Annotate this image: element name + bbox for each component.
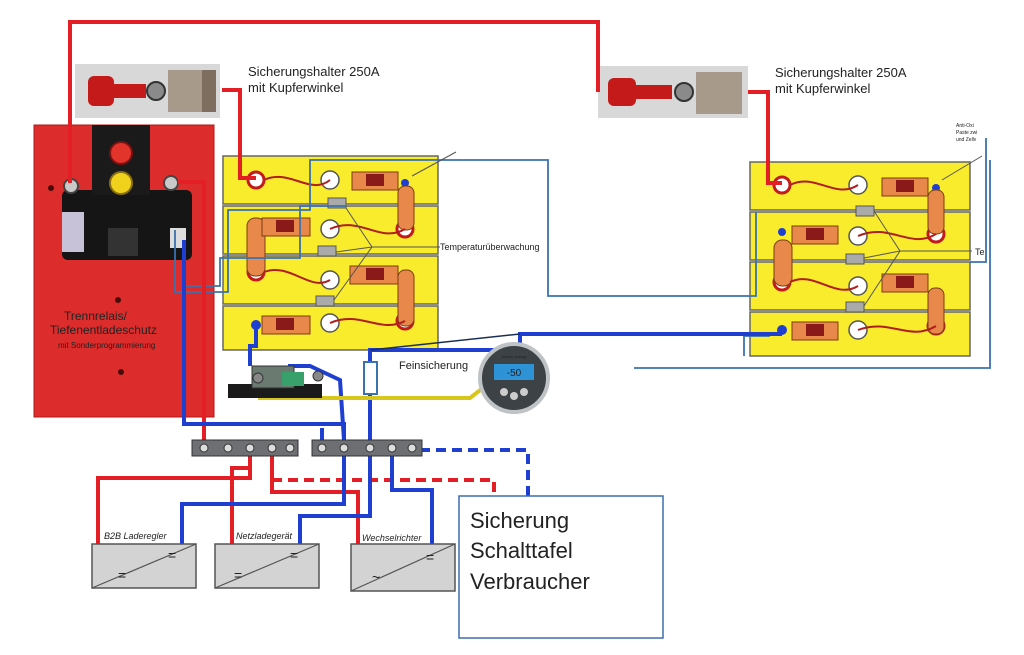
converter-charger: = = [214, 543, 320, 589]
battery-bank-left [222, 155, 439, 351]
b2b-symbol-in: = [118, 567, 126, 583]
battery-monitor: -50 victron energy [478, 342, 550, 414]
fuse-holder-left-label-1: Sicherungshalter 250A [248, 64, 380, 79]
fuse-holder-right [598, 66, 748, 118]
right-note-2: Paste zwi [956, 130, 977, 136]
monitor-brand: victron energy [501, 354, 526, 359]
consumer-box: Sicherung Schalttafel Verbraucher [458, 495, 664, 639]
relay-panel: Trennrelais/ Tiefenentladeschutz mit Son… [33, 124, 215, 418]
charger-symbol-in: = [234, 567, 242, 583]
monitor-sense-wire [369, 333, 521, 351]
right-note-3: und Zellv [956, 137, 977, 143]
monitor-reading: -50 [507, 368, 522, 379]
right-note-1: Anti-Oxi [956, 123, 974, 129]
shunt [228, 365, 324, 398]
busbar-positive [191, 439, 299, 457]
relay-label-1: Trennrelais/ [64, 309, 128, 323]
negative-dashed-wire [420, 448, 530, 496]
relay-label-2: Tiefenentladeschutz [50, 323, 157, 337]
temperature-label: Temperaturüberwachung [440, 242, 540, 252]
battery-bank-right [749, 161, 971, 357]
inverter-symbol-in: ~ [372, 569, 380, 585]
b2b-label: B2B Laderegler [104, 531, 168, 541]
inverter-label: Wechselrichter [362, 533, 422, 543]
fuse-holder-left-label-2: mit Kupferwinkel [248, 80, 343, 95]
b2b-symbol-out: = [168, 547, 176, 563]
right-temp-label: Te [975, 247, 985, 257]
charger-label: Netzladegerät [236, 531, 293, 541]
fuse-holder-left [75, 64, 220, 118]
converter-b2b: = = [91, 543, 197, 589]
positive-wires [68, 20, 782, 544]
charger-symbol-out: = [290, 547, 298, 563]
inverter-symbol-out: = [426, 549, 434, 565]
box-label-1: Sicherung [470, 508, 569, 533]
fine-fuse-label: Feinsicherung [399, 360, 468, 372]
relay-sub-label: mit Sonderprogrammierung [58, 341, 155, 350]
temperature-pointers [333, 151, 983, 307]
box-label-3: Verbraucher [470, 569, 590, 594]
converter-inverter: ~ = [350, 543, 456, 592]
fine-fuse [363, 361, 378, 395]
fuse-holder-right-label-2: mit Kupferwinkel [775, 81, 870, 96]
box-label-2: Schalttafel [470, 538, 573, 563]
fuse-holder-right-label-1: Sicherungshalter 250A [775, 65, 907, 80]
busbar-negative [311, 439, 423, 457]
